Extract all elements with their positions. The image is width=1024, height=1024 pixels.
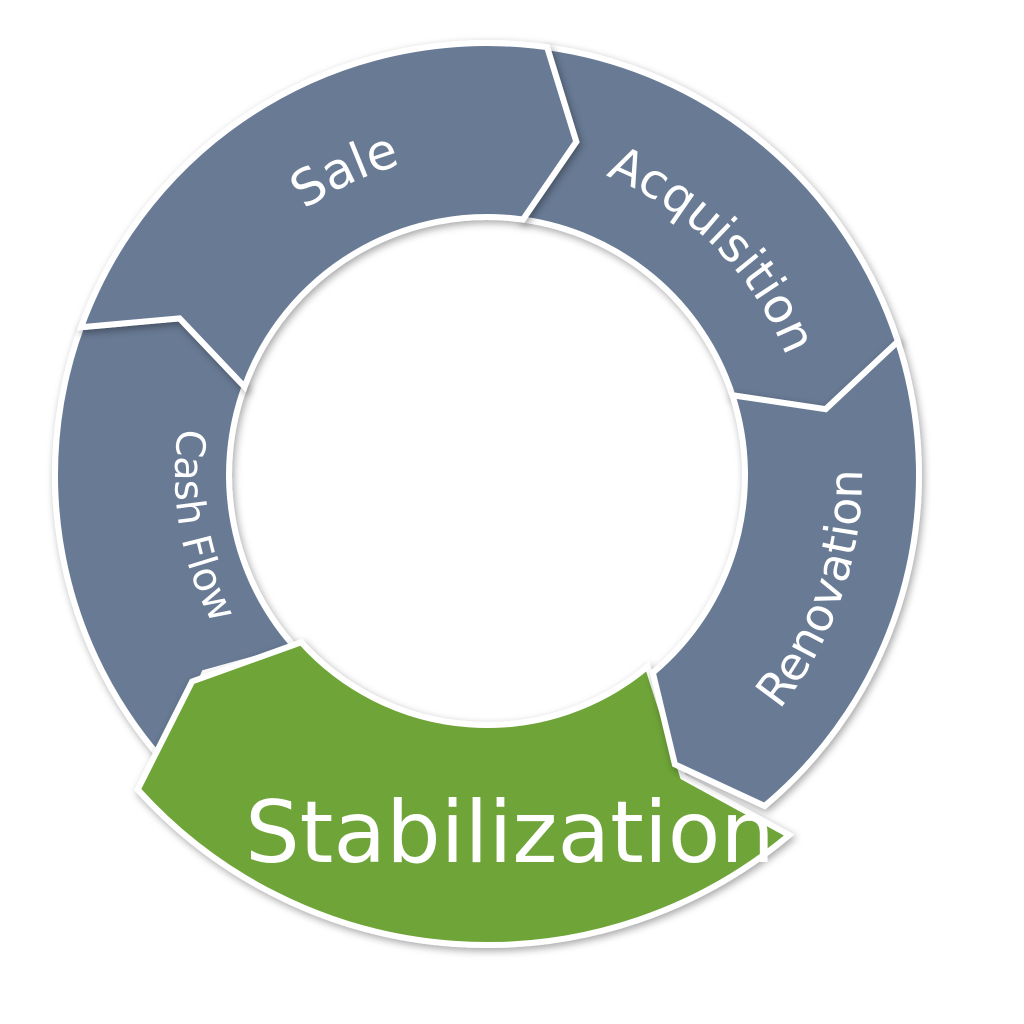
stage-segment-sale (76, 40, 580, 393)
stage-segment-renovation (649, 336, 922, 810)
stage-segment-stabilization (134, 638, 795, 948)
stage-label-stabilization: Stabilization (245, 783, 775, 883)
